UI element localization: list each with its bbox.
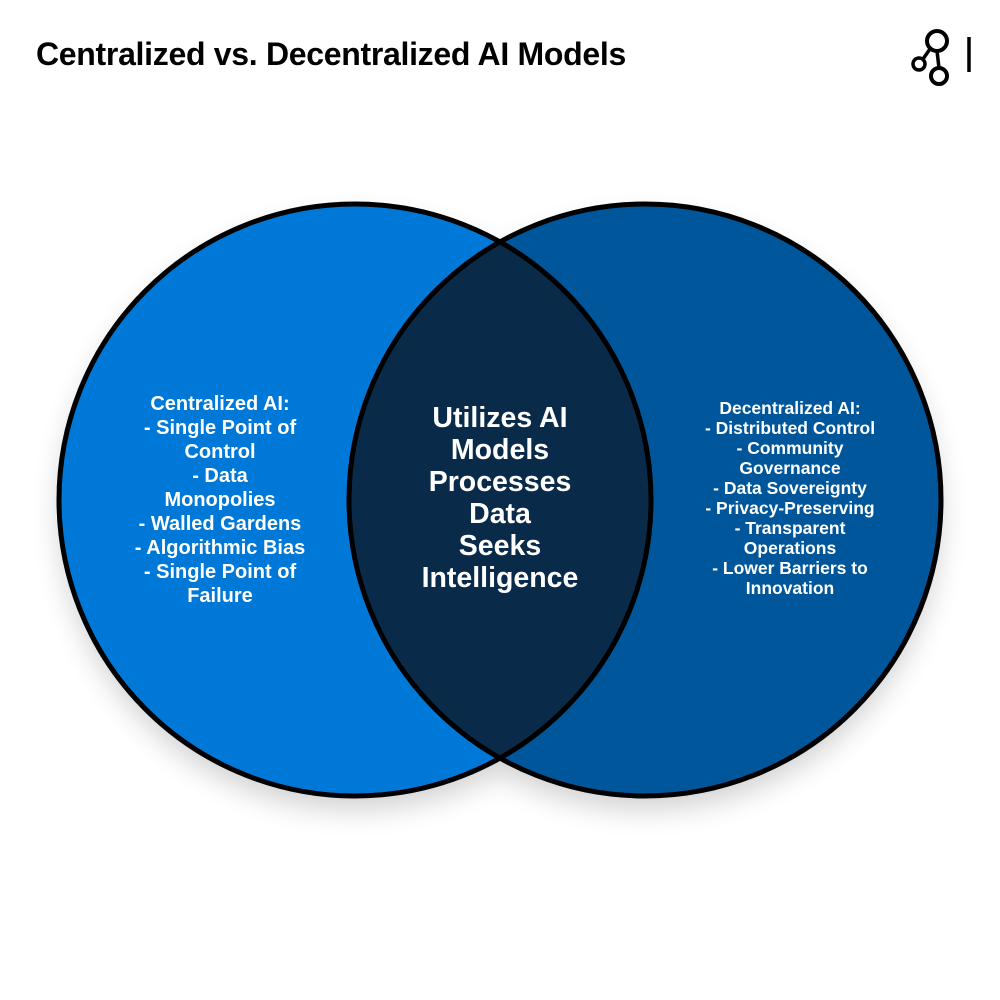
left-label-line: Control <box>184 441 256 463</box>
right-label-line: Innovation <box>745 578 835 598</box>
left-label-line: - Single Point of <box>143 561 297 583</box>
right-label-heading: Decentralized AI: <box>719 398 861 418</box>
left-label-heading: Centralized AI: <box>150 393 290 415</box>
network-graph-icon <box>911 29 971 86</box>
left-label-line: Failure <box>187 585 253 607</box>
overlap-region <box>349 204 651 796</box>
right-label-line: Operations <box>743 538 837 558</box>
overlap-label-line: Seeks <box>458 530 542 562</box>
left-circle-outline <box>56 201 654 799</box>
overlap-label-line: Processes <box>428 466 572 498</box>
right-label-line: - Distributed Control <box>704 418 876 438</box>
overlap-label-line: Utilizes AI <box>432 402 568 434</box>
page-title: Centralized vs. Decentralized AI Models <box>36 36 626 72</box>
left-label-line: - Algorithmic Bias <box>134 537 306 559</box>
right-label-line: - Transparent <box>734 518 846 538</box>
left-label-line: - Walled Gardens <box>138 513 302 535</box>
logo <box>908 24 978 90</box>
right-label-line: - Lower Barriers to <box>712 558 868 578</box>
overlap-label-line: Models <box>450 434 550 466</box>
right-circle-label: Decentralized AI:- Distributed Control- … <box>680 398 900 598</box>
right-label-line: Governance <box>739 458 841 478</box>
right-label-line: - Privacy-Preserving <box>705 498 875 518</box>
left-label-line: Monopolies <box>164 489 276 511</box>
right-label-line: - Data Sovereignty <box>713 478 867 498</box>
right-circle-outline <box>346 201 944 799</box>
right-label-line: - Community <box>736 438 844 458</box>
overlap-label-line: Intelligence <box>421 562 579 594</box>
overlap-label-line: Data <box>469 498 531 530</box>
left-label-line: - Single Point of <box>143 417 297 439</box>
left-label-line: - Data <box>192 465 248 487</box>
